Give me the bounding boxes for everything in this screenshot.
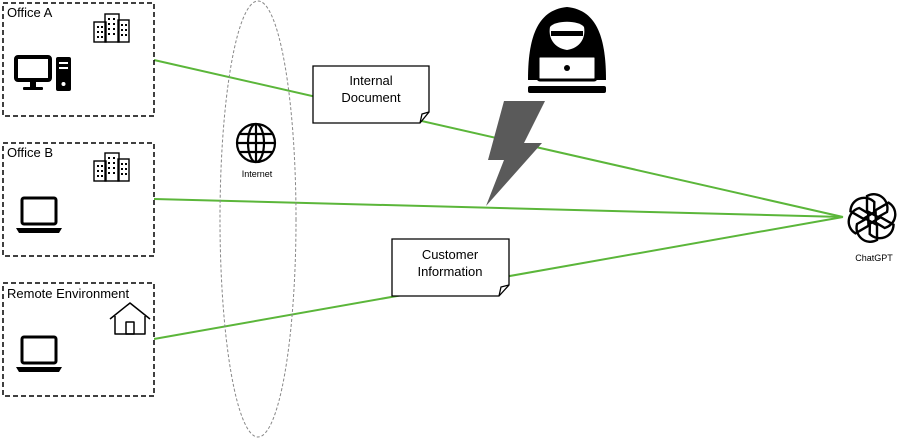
laptop-icon bbox=[16, 335, 62, 372]
globe-icon bbox=[235, 122, 277, 164]
desktop-computer-icon bbox=[14, 55, 71, 91]
customer-information-document: Customer Information bbox=[391, 238, 510, 297]
internet-label: Internet bbox=[242, 169, 273, 179]
internal-document-line2: Document bbox=[341, 90, 401, 105]
customer-information-line1: Customer bbox=[422, 247, 479, 262]
connection-office-b-chatgpt bbox=[153, 198, 844, 218]
office-b-box: Office B bbox=[2, 142, 155, 257]
remote-environment-label: Remote Environment bbox=[7, 286, 129, 301]
hooded-hacker-icon bbox=[528, 7, 606, 93]
house-icon bbox=[109, 302, 151, 335]
office-a-box: Office A bbox=[2, 2, 155, 117]
office-a-label: Office A bbox=[7, 5, 53, 20]
chatgpt-logo-icon bbox=[847, 193, 897, 243]
building-icon bbox=[93, 13, 130, 43]
chatgpt-label: ChatGPT bbox=[855, 253, 893, 263]
laptop-icon bbox=[16, 196, 62, 233]
customer-information-line2: Information bbox=[417, 264, 482, 279]
lightning-bolt-icon bbox=[486, 101, 545, 206]
internal-document-line1: Internal bbox=[349, 73, 392, 88]
building-icon bbox=[93, 152, 130, 182]
remote-environment-box: Remote Environment bbox=[2, 282, 155, 397]
office-b-label: Office B bbox=[7, 145, 53, 160]
internal-document: Internal Document bbox=[312, 65, 430, 124]
internet-zone: Internet bbox=[219, 0, 297, 438]
connection-lines bbox=[153, 59, 844, 340]
